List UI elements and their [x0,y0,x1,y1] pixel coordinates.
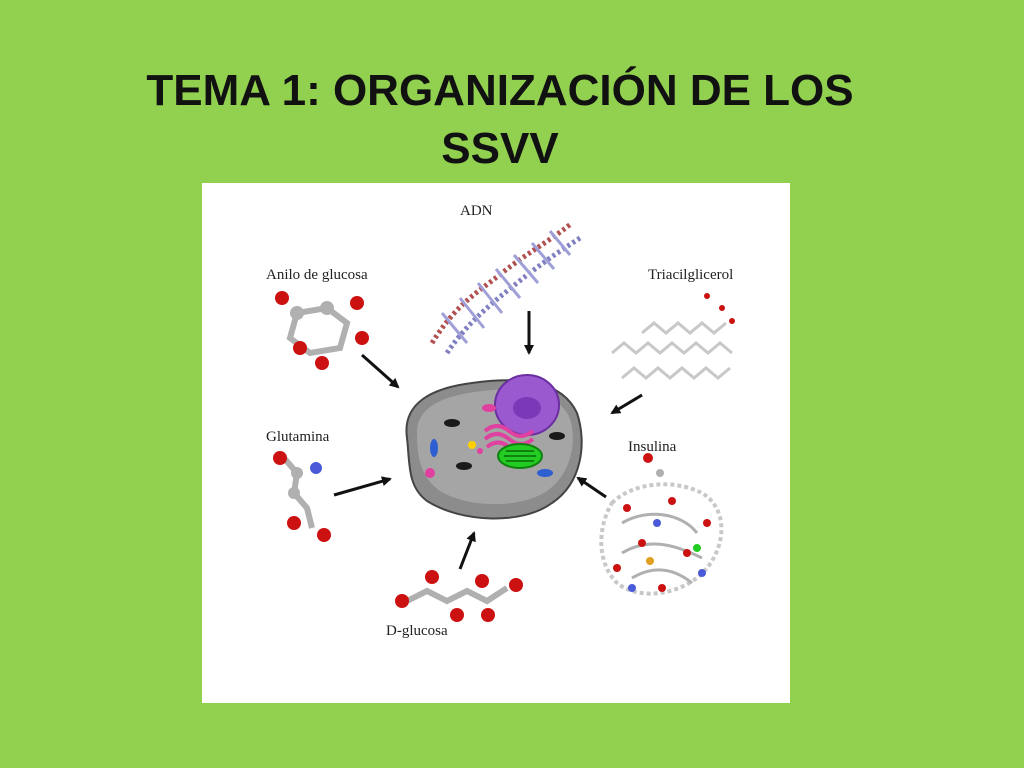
d-glucose-molecule-icon [395,570,523,622]
arrow-from-glucose-ring [361,353,400,389]
label-glutamine: Glutamina [266,429,330,445]
label-d-glucose: D-glucosa [386,623,448,639]
label-glucose-ring: Anilo de glucosa [266,267,368,283]
label-triacylglycerol: Triacilglicerol [648,267,734,283]
label-dna: ADN [460,203,493,219]
glucose-ring-molecule-icon [275,291,369,370]
title-line-1: TEMA 1: ORGANIZACIÓN DE LOS [146,66,854,115]
arrow-from-glutamine [333,476,392,497]
label-insulin: Insulina [628,439,677,455]
arrows [333,311,643,570]
insulin-protein-icon [599,453,724,596]
biomolecules-cell-figure: ADN Anilo de glucosa Triacilglicerol Glu… [202,183,790,703]
slide-title: TEMA 1: ORGANIZACIÓN DE LOS SSVV [0,62,1000,178]
glutamine-molecule-icon [273,451,331,542]
arrow-from-d-glucose [458,531,476,570]
arrow-from-insulin [576,476,607,499]
figure-drawing [273,221,735,622]
arrow-from-triacylglycerol [610,393,643,415]
eukaryotic-cell-icon [405,374,583,520]
dna-molecule-icon [429,221,582,355]
triacylglycerol-molecule-icon [611,293,735,380]
title-line-2: SSVV [441,124,559,173]
